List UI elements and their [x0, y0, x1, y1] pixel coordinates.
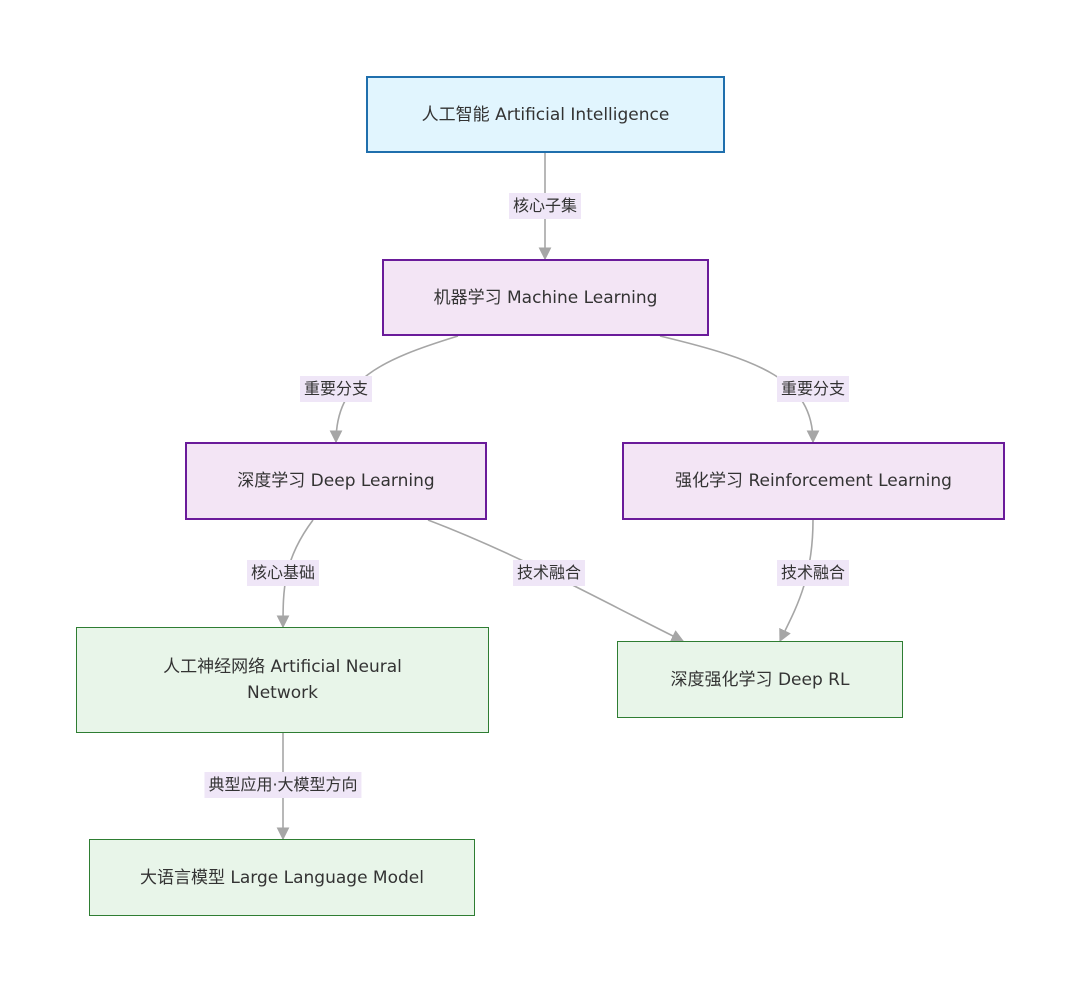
- node-label: 机器学习 Machine Learning: [433, 287, 658, 308]
- edge-label-ml-rl: 重要分支: [776, 376, 850, 402]
- edge-ml-rl: [659, 335, 820, 444]
- node-label: 人工智能 Artificial Intelligence: [421, 104, 670, 125]
- node-reinforcement-learning: 强化学习 Reinforcement Learning: [622, 442, 1005, 520]
- edge-label-ml-dl: 重要分支: [299, 376, 373, 402]
- node-deep-rl: 深度强化学习 Deep RL: [617, 641, 903, 718]
- node-label: 大语言模型 Large Language Model: [140, 867, 424, 888]
- node-label: 深度学习 Deep Learning: [237, 471, 435, 491]
- edge-rl-drl: [779, 519, 814, 643]
- node-deep-learning: 深度学习 Deep Learning: [185, 442, 487, 520]
- node-artificial-intelligence: 人工智能 Artificial Intelligence: [366, 76, 725, 153]
- node-label: 深度强化学习 Deep RL: [670, 669, 850, 690]
- node-artificial-neural-network: 人工神经网络 Artificial Neural Network: [76, 627, 489, 733]
- node-label: 强化学习 Reinforcement Learning: [675, 471, 952, 491]
- edge-label-rl-drl: 技术融合: [776, 560, 850, 586]
- edge-label-ai-ml: 核心子集: [508, 193, 582, 219]
- edge-ml-dl: [329, 335, 459, 444]
- node-label: 人工神经网络 Artificial Neural Network: [163, 657, 402, 703]
- edge-label-ann-llm: 典型应用·大模型方向: [204, 772, 362, 798]
- edge-label-dl-drl: 技术融合: [512, 560, 586, 586]
- node-machine-learning: 机器学习 Machine Learning: [382, 259, 709, 336]
- edge-label-dl-ann: 核心基础: [246, 560, 320, 586]
- node-large-language-model: 大语言模型 Large Language Model: [89, 839, 475, 916]
